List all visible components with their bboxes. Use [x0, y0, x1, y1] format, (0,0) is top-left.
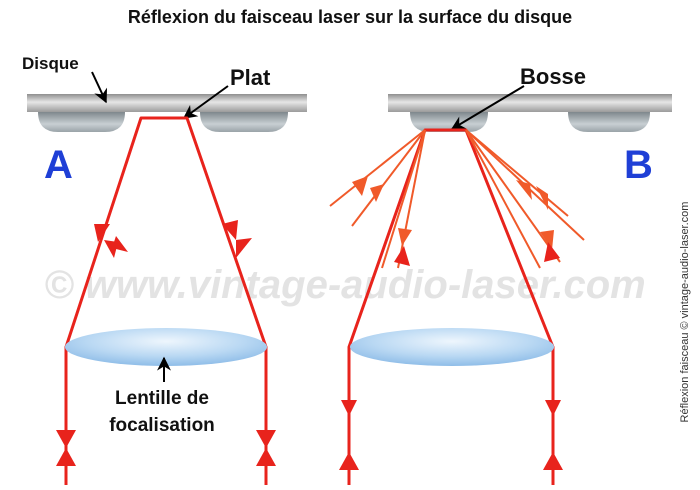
arrow-a-bl1: [56, 430, 76, 448]
diagram-title: Réflexion du faisceau laser sur la surfa…: [128, 7, 572, 27]
arrow-b-bl2: [339, 452, 359, 470]
scatter-rays-right: [465, 129, 585, 269]
panel-b: Bosse B: [329, 64, 672, 485]
plat-pointer: [182, 85, 229, 119]
arrow-b-s4: [516, 180, 532, 200]
arrow-a-r1: [222, 220, 238, 240]
arrow-b-br1: [545, 400, 561, 416]
laser-beam-a: [64, 116, 268, 485]
arrow-b-s1: [352, 176, 368, 196]
pit-left-a: [38, 112, 125, 132]
lens-a: [65, 328, 267, 366]
arrow-a-br2: [256, 448, 276, 466]
beam-arrows-a: [56, 220, 276, 466]
bosse-label: Bosse: [520, 64, 586, 89]
panel-b-letter: B: [624, 143, 653, 187]
lens-label-line1: Lentille de: [115, 388, 209, 409]
arrow-b-s2: [370, 184, 384, 202]
bosse-pointer: [450, 85, 525, 130]
arrow-a-l3: [104, 240, 118, 258]
panel-a: Disque Plat A Lentille de focalisation: [22, 54, 307, 485]
pit-left-b: [410, 112, 488, 132]
lens-b: [350, 328, 554, 366]
scatter-ray-l3: [381, 129, 426, 269]
laser-beam-b: [347, 128, 555, 485]
plat-label: Plat: [230, 65, 271, 90]
arrow-a-l1: [94, 224, 110, 242]
arrow-a-bl2: [56, 448, 76, 466]
arrow-b-s6: [540, 230, 554, 250]
arrow-b-bl1: [341, 400, 357, 416]
beam-arrows-b-main: [339, 242, 563, 470]
disc-surface-a: [27, 94, 307, 112]
arrow-b-r-up: [544, 242, 560, 262]
scatter-rays-left: [329, 129, 426, 269]
watermark-text: © www.vintage-audio-laser.com: [44, 263, 645, 307]
beam-arrows-b: [352, 176, 554, 250]
scatter-ray-r4: [465, 129, 561, 263]
lens-label-line2: focalisation: [109, 415, 215, 436]
pit-right-b: [568, 112, 650, 132]
arrow-b-l-up: [394, 246, 410, 266]
arrow-b-br2: [543, 452, 563, 470]
panel-a-letter: A: [44, 143, 73, 187]
side-caption: Réflexion faisceau © vintage-audio-laser…: [679, 202, 691, 423]
arrow-b-s3: [398, 228, 412, 246]
disque-label: Disque: [22, 54, 79, 73]
arrow-a-r2: [236, 238, 252, 258]
disc-surface-b: [388, 94, 672, 112]
scatter-ray-r1: [465, 129, 569, 217]
scatter-ray-r3: [465, 129, 541, 269]
arrow-b-s5: [536, 186, 548, 210]
pit-right-a: [200, 112, 288, 132]
scatter-ray-l2: [351, 129, 426, 227]
scatter-ray-l1: [329, 129, 426, 207]
arrow-a-br1: [256, 430, 276, 448]
disque-pointer: [91, 71, 108, 104]
